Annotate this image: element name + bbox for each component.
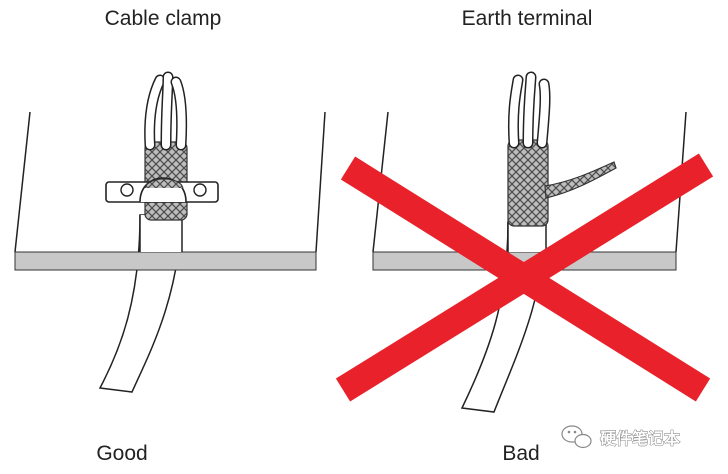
enclosure-wall-left — [14, 111, 31, 253]
wechat-icon — [561, 425, 592, 449]
inner-conductors — [144, 71, 188, 151]
cable-clamp-panel: Cable clamp Good — [14, 7, 326, 465]
good-label: Good — [96, 442, 147, 465]
enclosure-wall-right — [315, 111, 326, 253]
watermark-text: 硬件笔记本 — [600, 429, 680, 448]
earth-terminal-panel: Earth terminal Bad — [335, 7, 714, 465]
earth-terminal-title: Earth terminal — [462, 7, 593, 30]
clamp-screw-right — [193, 183, 207, 197]
cable-clamp — [105, 177, 219, 203]
pigtail-drain-wire — [544, 161, 617, 199]
bad-label: Bad — [502, 442, 539, 465]
reject-cross-icon — [335, 153, 714, 402]
clamp-screw-left — [120, 183, 134, 197]
cable-clamp-title: Cable clamp — [105, 7, 222, 30]
watermark: 硬件笔记本 — [561, 425, 680, 449]
metal-panel-plate — [14, 251, 317, 271]
braid-shield — [507, 139, 549, 227]
inner-conductors — [508, 71, 551, 149]
